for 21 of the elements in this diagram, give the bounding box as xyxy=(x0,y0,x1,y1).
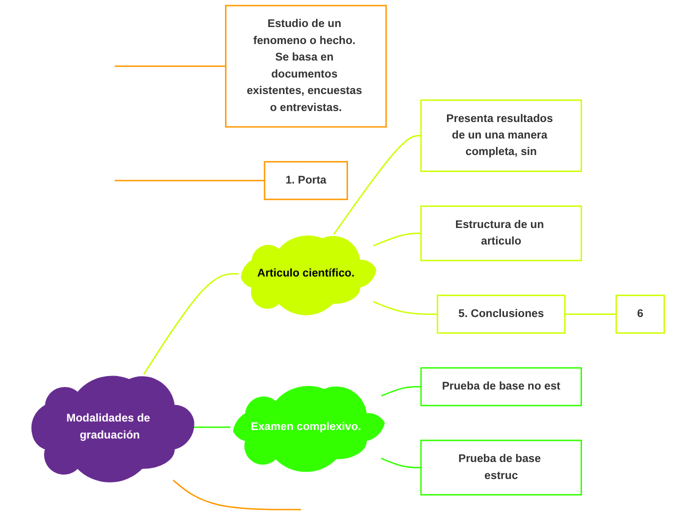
connector-line xyxy=(114,66,226,67)
connector-line xyxy=(143,273,239,375)
text-node: 1. Porta xyxy=(264,161,348,200)
text-node: Prueba de base estruc xyxy=(420,440,582,496)
text-node: 5. Conclusiones xyxy=(436,294,566,334)
connector-line xyxy=(373,232,421,246)
text-node: Estudio de un fenomeno o hecho. Se basa en documentos existentes, encuestas o entrevistas. xyxy=(225,4,387,128)
text-node: 6 xyxy=(616,294,665,334)
text-node: Estructura de un articulo xyxy=(420,205,582,262)
connector-line xyxy=(373,301,438,315)
connector-line xyxy=(114,180,265,182)
connector-line xyxy=(381,386,422,397)
connector-line xyxy=(381,458,421,468)
cloud-node: Examen complexivo. xyxy=(233,386,385,472)
cloud-node: Articulo científico. xyxy=(240,236,376,316)
connector-line xyxy=(172,480,302,510)
text-node: Prueba de base no est xyxy=(420,367,582,406)
cloud-node: Modalidades de graduación xyxy=(31,376,194,482)
connector-line xyxy=(333,135,421,235)
text-node: Presenta resultados de un una manera completa, sin xyxy=(420,99,582,172)
connector-line xyxy=(564,314,616,315)
